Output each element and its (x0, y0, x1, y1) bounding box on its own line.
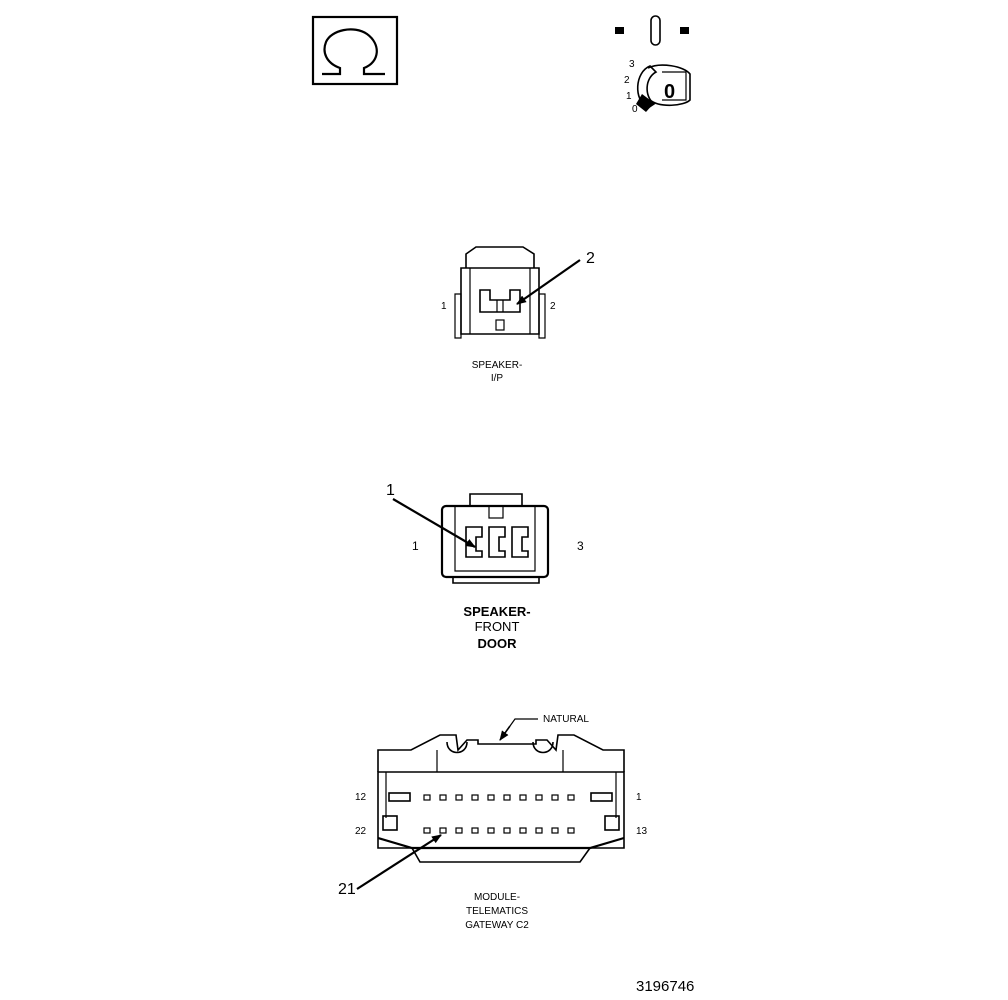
gateway-pin-13: 13 (636, 826, 648, 837)
indicator-bar (650, 15, 661, 46)
gateway-pin-12: 12 (355, 792, 367, 803)
speaker-front-door-pin-right: 3 (577, 539, 584, 553)
gateway-pin-22: 22 (355, 826, 367, 837)
speaker-front-door-label-line3: DOOR (478, 636, 518, 651)
figure-number: 3196746 (636, 978, 694, 995)
speaker-ip-label-line2: I/P (491, 373, 504, 384)
gateway-callout-arrow (356, 834, 442, 890)
key-label: 0 (664, 81, 675, 103)
gateway-pin-1: 1 (636, 792, 642, 803)
gateway-label-line3: GATEWAY C2 (465, 920, 529, 931)
gateway-label-line2: TELEMATICS (466, 906, 528, 917)
key-position-3: 3 (629, 59, 635, 70)
speaker-front-door-pin-left: 1 (412, 539, 419, 553)
speaker-front-door-callout: 1 (386, 482, 395, 499)
gateway-color-note: NATURAL (543, 714, 589, 725)
key-position-1: 1 (626, 91, 632, 102)
speaker-ip-callout: 2 (586, 250, 595, 267)
speaker-front-door-connector: 1 3 1 SPEAKER- FRONT DOOR (386, 482, 584, 651)
terminal-row-bottom (423, 827, 575, 834)
indicator-square-left (615, 27, 624, 34)
terminal-row-top (423, 794, 575, 801)
gateway-callout: 21 (338, 881, 356, 898)
speaker-ip-callout-arrow (516, 259, 581, 305)
speaker-front-door-label-line2: FRONT (475, 619, 520, 634)
speaker-front-door-callout-arrow (392, 498, 476, 548)
speaker-ip-pin-right: 2 (550, 301, 556, 312)
telematics-gateway-c2-connector: 12 1 22 13 NATURAL 21 MODULE- TELEMATICS… (338, 714, 648, 931)
speaker-ip-label-line1: SPEAKER- (472, 360, 523, 371)
indicator-square-right (680, 27, 689, 34)
speaker-ip-pin-left: 1 (441, 301, 447, 312)
gateway-color-note-arrow (499, 725, 511, 741)
speaker-front-door-label-line1: SPEAKER- (463, 604, 530, 619)
ignition-key-icon: 3 2 1 0 0 (615, 15, 691, 115)
speaker-ip-connector: 1 2 2 SPEAKER- I/P (441, 246, 595, 384)
key-position-2: 2 (624, 75, 630, 86)
gateway-label-line1: MODULE- (474, 892, 520, 903)
omega-icon (311, 15, 399, 86)
key-position-0: 0 (632, 104, 638, 115)
